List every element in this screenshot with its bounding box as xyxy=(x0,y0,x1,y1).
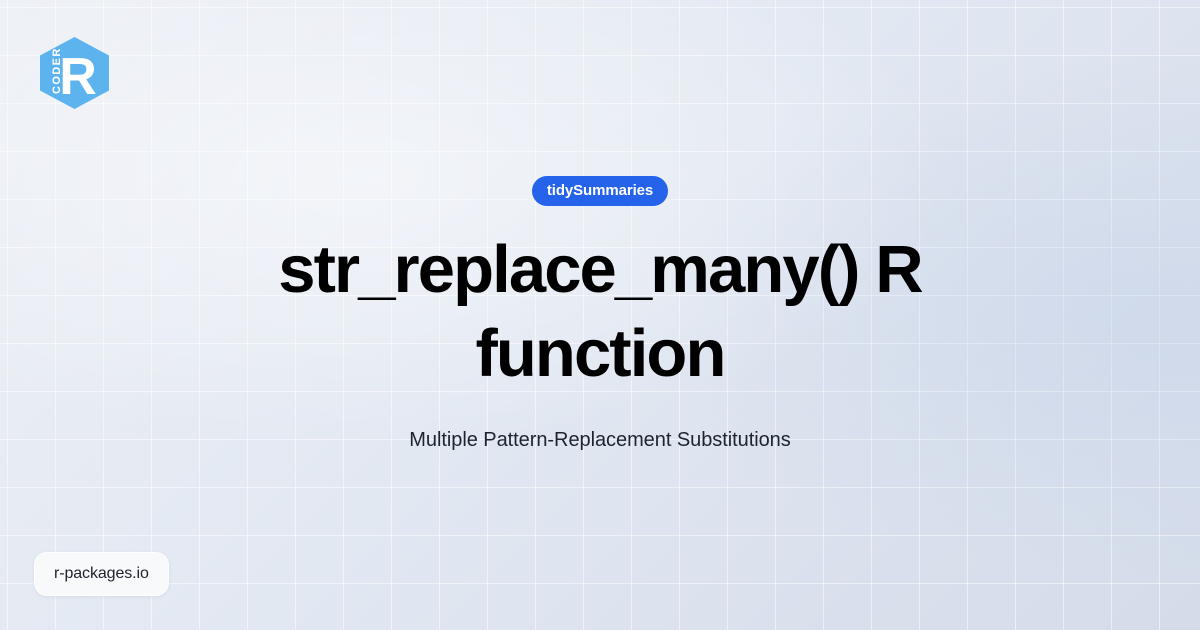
page-title: str_replace_many() R function xyxy=(278,231,923,391)
svg-text:CODER: CODER xyxy=(51,47,63,94)
page-subtitle: Multiple Pattern-Replacement Substitutio… xyxy=(409,429,791,452)
svg-text:R: R xyxy=(59,48,97,106)
hexagon-logo-icon: R CODER xyxy=(40,37,109,109)
package-badge[interactable]: tidySummaries xyxy=(531,175,669,206)
r-coder-hexagon-logo[interactable]: R CODER xyxy=(40,37,109,109)
site-domain-chip[interactable]: r-packages.io xyxy=(34,552,169,596)
